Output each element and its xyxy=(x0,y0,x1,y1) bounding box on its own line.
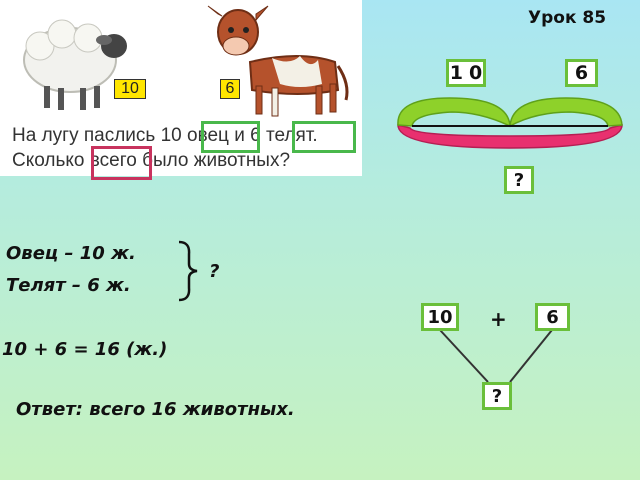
calf-icon xyxy=(207,5,349,117)
plus-operator: + xyxy=(490,307,507,331)
highlight-total-word xyxy=(91,146,152,180)
bracket-total-unknown: ? xyxy=(504,166,534,194)
sheep-count-label: 10 xyxy=(114,79,146,99)
problem-text-line-2: Сколько всего было животных? xyxy=(12,150,291,171)
tree-left-value: 10 xyxy=(421,303,459,331)
condition-line-2: Телят – 6 ж. xyxy=(6,275,131,296)
answer-text: Ответ: всего 16 животных. xyxy=(16,399,295,420)
tree-scheme-lines xyxy=(439,329,553,383)
bracket-left-value: 10 xyxy=(446,59,486,87)
solution-expression: 10 + 6 = 16 (ж.) xyxy=(2,339,168,360)
condition-question: ? xyxy=(209,261,220,282)
sheep-icon xyxy=(23,19,127,110)
tree-result-unknown: ? xyxy=(482,382,512,410)
tree-right-value: 6 xyxy=(535,303,570,331)
problem-illustration: 10 6 На лугу паслись 10 овец и 6 телят. … xyxy=(0,0,362,180)
problem-text-line-1: На лугу паслись 10 овец и 6 телят. xyxy=(12,125,318,146)
condition-line-1: Овец – 10 ж. xyxy=(6,243,136,264)
lesson-title: Урок 85 xyxy=(528,8,607,28)
bracket-right-value: 6 xyxy=(565,59,598,87)
highlight-calves-word xyxy=(292,121,356,153)
bracket-scheme xyxy=(397,97,623,149)
animals-illustration xyxy=(23,5,349,117)
curly-brace-icon xyxy=(178,240,198,302)
highlight-sheep-word xyxy=(201,121,260,153)
calves-count-label: 6 xyxy=(220,79,240,99)
